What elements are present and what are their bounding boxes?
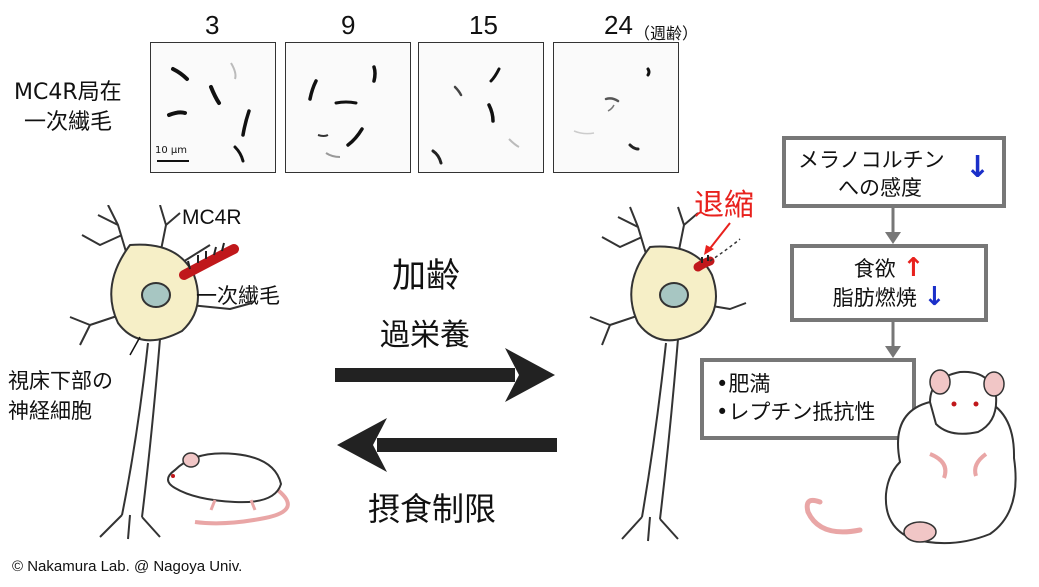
obesity-leptin-box: •肥満 •レプチン抵抗性: [700, 358, 916, 440]
neuron-label-line1: 視床下部の: [8, 369, 113, 393]
nucleus-left: [141, 282, 171, 308]
cilium-left: [179, 244, 239, 280]
mc4r-receptors-left: [187, 242, 225, 270]
melanocortin-sensitivity-box: メラノコルチン への感度 ↓: [782, 136, 1006, 208]
appetite-label: 食欲: [853, 257, 896, 281]
age-unit-label: （週齢）: [634, 24, 699, 43]
scale-bar-label: 10 µm: [155, 145, 188, 156]
aging-label: 加齢: [392, 256, 460, 296]
flow-arrow-1: [885, 208, 901, 244]
former-cilium-outline: [709, 238, 741, 262]
fatburn-line: 脂肪燃焼 ↓: [794, 283, 984, 312]
retraction-label: 退縮: [694, 188, 754, 223]
row-label-line2: 一次繊毛: [24, 110, 113, 135]
flow-arrow-2: [885, 322, 901, 358]
obesity-item: •肥満: [716, 372, 771, 396]
micrograph-panel-24wk: [553, 42, 679, 173]
box1-line2: への感度: [838, 176, 922, 200]
up-arrow-icon: ↑: [902, 253, 925, 283]
neuron-left-illustration: [69, 205, 253, 540]
copyright-credit: © Nakamura Lab. @ Nagoya Univ.: [12, 558, 243, 575]
mc4r-label: MC4R: [182, 206, 242, 229]
appetite-fatburn-box: 食欲 ↑ 脂肪燃焼 ↓: [790, 244, 988, 322]
cilia-image-24wk: [573, 67, 651, 151]
retract-pointer: [707, 222, 731, 252]
age-label-3: 3: [205, 10, 220, 40]
age-label-24: 24: [604, 10, 633, 40]
cilia-image-3wk: [157, 62, 251, 163]
hypothalamic-neuron-label: 視床下部の 神経細胞: [8, 366, 113, 426]
box1-line1: メラノコルチン: [798, 148, 945, 172]
micrograph-panel-9wk: [285, 42, 411, 173]
age-label-9: 9: [341, 10, 356, 40]
neuron-right-illustration: [589, 206, 747, 542]
obese-mouse-illustration: [804, 369, 1017, 545]
primary-cilium-label: 一次繊毛: [196, 284, 280, 308]
micrograph-panel-3wk: 10 µm: [150, 42, 276, 173]
lean-mouse-illustration: [167, 452, 290, 526]
down-arrow-icon: ↓: [923, 282, 946, 312]
appetite-line: 食欲 ↑: [794, 254, 984, 283]
age-label-15: 15: [469, 10, 498, 40]
retracted-cilium: [693, 256, 715, 272]
reverse-arrow: [337, 418, 557, 472]
micrograph-panel-15wk: [418, 42, 544, 173]
down-arrow-icon: ↓: [964, 150, 990, 185]
cilia-image-9wk: [308, 65, 377, 158]
forward-arrow: [335, 348, 555, 402]
overnutrition-label: 過栄養: [380, 318, 470, 353]
neuron-label-line2: 神経細胞: [8, 399, 92, 423]
row-label-line1: MC4R局在: [14, 80, 122, 105]
cilia-image-15wk: [431, 67, 520, 165]
dietary-restriction-label: 摂食制限: [368, 490, 497, 528]
nucleus-right: [659, 282, 689, 308]
leptin-resistance-item: •レプチン抵抗性: [716, 400, 876, 424]
fatburn-label: 脂肪燃焼: [832, 286, 917, 310]
row-label: MC4R局在 一次繊毛: [14, 78, 122, 138]
